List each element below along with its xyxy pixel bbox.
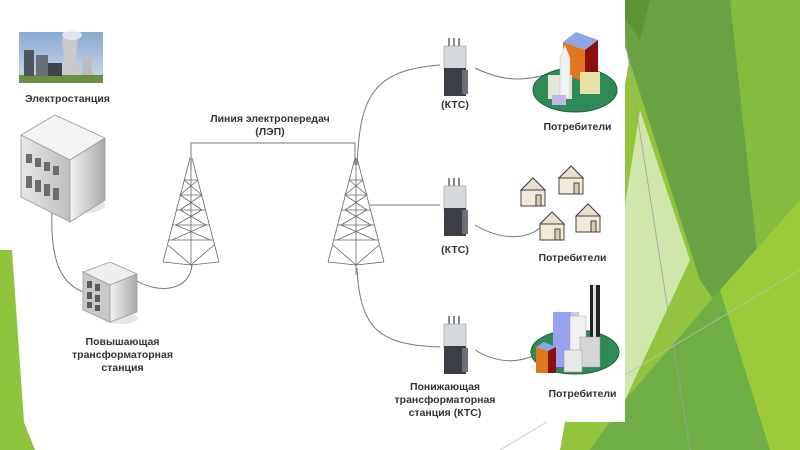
consumer-label-2: Потребители	[538, 252, 607, 264]
house-icon	[574, 203, 602, 233]
bg-shape-pale	[610, 110, 690, 400]
step-up-station-label-line2: трансформаторная	[72, 349, 173, 361]
power-line-label: Линия электропередач (ЛЭП)	[200, 113, 340, 139]
step-up-station-icon	[81, 261, 139, 324]
bg-shape-right-dark	[610, 0, 770, 330]
house-icon	[519, 177, 547, 207]
wire-kts3-to-consumer	[474, 349, 536, 362]
wire-stepup-to-tower	[134, 264, 193, 289]
kts-icon-1	[443, 38, 468, 96]
consumer-houses-icon	[519, 165, 602, 241]
kts-icon-2	[443, 178, 468, 236]
power-plant-building	[20, 114, 106, 223]
step-down-station-label-line3: станция (КТС)	[408, 407, 482, 419]
power-plant-image	[19, 30, 103, 83]
power-line-label-line2: (ЛЭП)	[255, 126, 285, 138]
wire-tower-to-kts3	[356, 267, 441, 348]
bg-shape-bottom	[590, 290, 790, 450]
step-up-station-label: Повышающая трансформаторная станция	[50, 336, 195, 375]
consumer-city-icon	[530, 285, 620, 375]
consumer-label-3: Потребители	[548, 388, 617, 400]
bg-shape-left	[0, 250, 35, 450]
step-down-station-label-line2: трансформаторная	[394, 394, 496, 406]
wires	[51, 64, 546, 362]
transmission-tower-left	[162, 157, 220, 266]
step-up-station-label-line1: Повышающая	[85, 336, 160, 348]
step-down-station-label-line1: Понижающая	[409, 381, 481, 393]
wire-power-line	[190, 142, 356, 170]
kts-icon-3	[443, 316, 468, 374]
power-plant-label: Электростанция	[25, 93, 110, 105]
consumer-town-icon	[532, 32, 618, 113]
kts-label-2: (КТС)	[441, 244, 469, 256]
bg-shape-bottom-right	[720, 200, 800, 450]
step-up-station-label-line3: станция	[101, 362, 144, 374]
bg-shape-right-mid	[730, 0, 800, 280]
house-icon	[538, 211, 566, 241]
diagram-panel	[25, 0, 625, 422]
wire-kts1-to-consumer	[474, 67, 546, 80]
wire-kts2-to-consumer	[474, 224, 541, 238]
transmission-tower-right	[327, 157, 385, 275]
step-down-station-label: Понижающая трансформаторная станция (КТС…	[370, 381, 520, 420]
power-line-label-line1: Линия электропередач	[210, 113, 330, 125]
bg-thin-line	[622, 24, 691, 450]
wire-tower-to-kts1	[356, 64, 441, 166]
consumer-label-1: Потребители	[543, 121, 612, 133]
kts-label-1: (КТС)	[441, 99, 469, 111]
house-icon	[557, 165, 585, 195]
